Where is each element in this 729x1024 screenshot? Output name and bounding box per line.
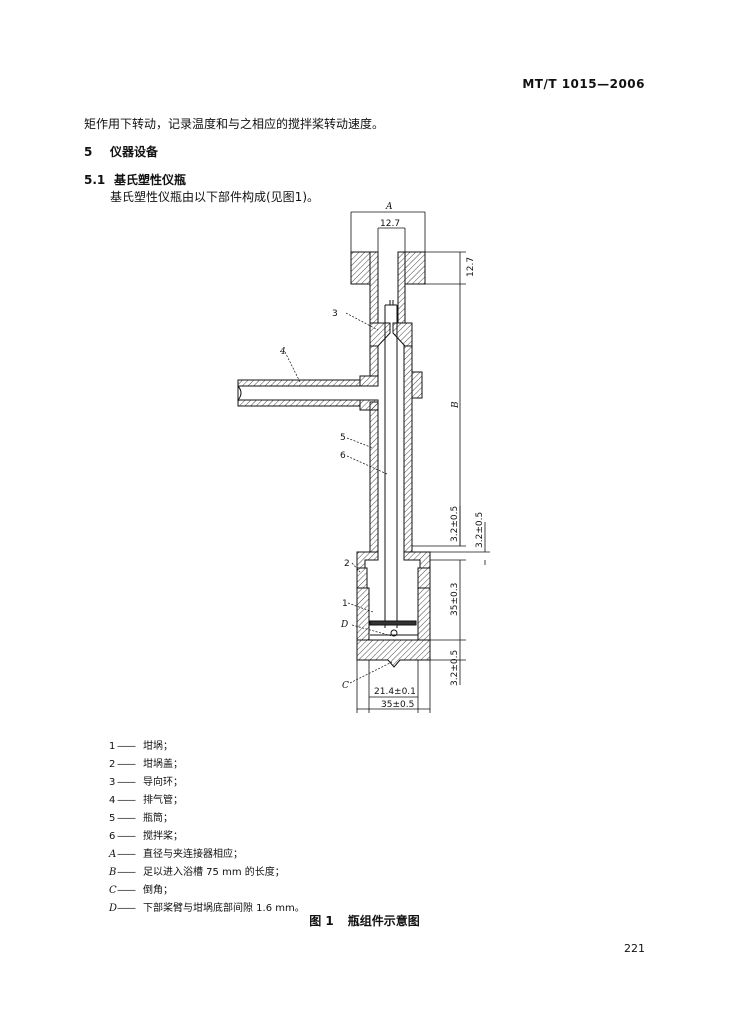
retort-shoulder-right xyxy=(403,551,431,569)
top-connector-left xyxy=(350,251,371,285)
legend-item: 6—— 搅拌桨； xyxy=(109,827,183,842)
retort-wall-left-lower xyxy=(369,401,379,553)
legend-dash: —— xyxy=(117,759,136,770)
legend-text: 搅拌桨； xyxy=(143,831,183,842)
dim-A: A xyxy=(385,202,393,212)
dim-B: B xyxy=(451,401,461,409)
legend-text: 坩埚； xyxy=(143,741,173,752)
legend-dash: —— xyxy=(117,903,136,914)
legend-item: 3—— 导向环； xyxy=(109,773,183,788)
guide-ring-right xyxy=(392,322,413,347)
legend-item: 4—— 排气管； xyxy=(109,791,183,806)
legend-text: 瓶筒； xyxy=(143,813,173,824)
legend-dash: —— xyxy=(117,885,136,896)
section-title: 仪器设备 xyxy=(110,145,159,159)
legend-key: 5 xyxy=(109,813,116,824)
vent-tube xyxy=(237,379,361,407)
legend-item: B—— 足以进入浴槽 75 mm 的长度； xyxy=(109,863,285,878)
figure-caption: 图 1 瓶组件示意图 xyxy=(0,912,729,929)
legend-dash: —— xyxy=(117,831,136,842)
legend-text: 足以进入浴槽 75 mm 的长度； xyxy=(143,867,285,878)
callout-1: 1 xyxy=(342,599,348,609)
guide-ring-left xyxy=(369,322,391,347)
dim-height-top: 12.7 xyxy=(466,257,476,277)
section-number: 5 xyxy=(84,145,93,159)
section-5-1-heading: 5.1 基氏塑性仪瓶 xyxy=(84,171,186,188)
callout-C: C xyxy=(342,681,349,691)
lower-paddle-arm xyxy=(369,620,417,626)
crucible-cap-right xyxy=(417,567,431,589)
dimension-lines xyxy=(350,211,490,713)
top-neck-left xyxy=(369,251,379,324)
dim-inner-dia: 21.4±0.1 xyxy=(374,687,416,697)
retort-wall-right xyxy=(403,345,413,553)
legend-text: 下部桨臂与坩埚底部间隙 1.6 mm。 xyxy=(143,903,305,914)
dim-gap-left: 3.2±0.5 xyxy=(450,506,460,542)
section-5-1-text: 基氏塑性仪瓶由以下部件构成(见图1)。 xyxy=(110,190,319,204)
legend-dash: —— xyxy=(117,867,136,878)
legend-text: 导向环； xyxy=(143,777,183,788)
callout-leaders xyxy=(284,312,393,684)
section-5-heading: 5 仪器设备 xyxy=(84,143,158,160)
legend-dash: —— xyxy=(117,741,136,752)
legend-dash: —— xyxy=(117,777,136,788)
dim-bottom: 3.2±0.5 xyxy=(450,650,460,686)
legend-item: 2—— 坩埚盖； xyxy=(109,755,183,770)
figure-title: 瓶组件示意图 xyxy=(347,914,420,928)
legend-text: 直径与夹连接器相应； xyxy=(143,849,243,860)
figure-label: 图 1 xyxy=(309,914,334,928)
legend-text: 倒角； xyxy=(143,885,173,896)
top-neck-right xyxy=(397,251,406,324)
section-number: 5.1 xyxy=(84,173,106,187)
legend-text: 排气管； xyxy=(143,795,183,806)
crucible-bottom xyxy=(356,639,431,668)
legend-key: 1 xyxy=(109,741,116,752)
cross-section-walls xyxy=(350,251,431,668)
crucible-wall-left xyxy=(356,587,370,641)
legend-key: C xyxy=(109,885,117,896)
legend-dash: —— xyxy=(117,795,136,806)
legend-key: 6 xyxy=(109,831,116,842)
retort-wall-left-upper xyxy=(369,345,379,377)
legend-key: 2 xyxy=(109,759,116,770)
callout-4: 4 xyxy=(279,347,286,357)
vent-flange-lower xyxy=(359,399,379,411)
legend-item: A—— 直径与夹连接器相应； xyxy=(109,845,243,860)
legend-key: 4 xyxy=(109,795,116,806)
callout-D: D xyxy=(340,620,348,630)
crucible-cap-left xyxy=(356,567,368,589)
dim-depth: 35±0.3 xyxy=(450,583,460,616)
legend-key: 3 xyxy=(109,777,116,788)
callout-6: 6 xyxy=(340,451,346,461)
legend-item: 5—— 瓶筒； xyxy=(109,809,173,824)
section-title: 基氏塑性仪瓶 xyxy=(114,173,187,187)
top-connector-right xyxy=(404,251,426,285)
legend-item: C—— 倒角； xyxy=(109,881,173,896)
right-boss xyxy=(411,371,423,399)
legend-text: 坩埚盖； xyxy=(143,759,183,770)
page-number: 221 xyxy=(624,942,645,955)
legend-item: D—— 下部桨臂与坩埚底部间隙 1.6 mm。 xyxy=(109,899,305,914)
legend-item: 1—— 坩埚； xyxy=(109,737,173,752)
vent-flange xyxy=(359,375,379,387)
standard-code: MT/T 1015—2006 xyxy=(522,77,645,91)
legend-key: A xyxy=(109,849,117,860)
dim-outer-dia: 35±0.5 xyxy=(381,700,414,710)
legend-dash: —— xyxy=(117,813,136,824)
callout-5: 5 xyxy=(340,433,346,443)
crucible-wall-right xyxy=(417,587,431,641)
legend-key: D xyxy=(109,903,118,914)
stirrer-shaft xyxy=(369,300,418,637)
callout-3: 3 xyxy=(332,309,338,319)
dim-gap-right: 3.2±0.5 xyxy=(475,512,485,548)
legend-key: B xyxy=(109,867,117,878)
intro-line: 矩作用下转动，记录温度和与之相应的搅拌桨转动速度。 xyxy=(84,117,385,131)
legend-dash: —— xyxy=(117,849,136,860)
retort-shoulder-left xyxy=(356,551,379,569)
callout-2: 2 xyxy=(344,559,350,569)
dim-width-top: 12.7 xyxy=(380,219,400,229)
